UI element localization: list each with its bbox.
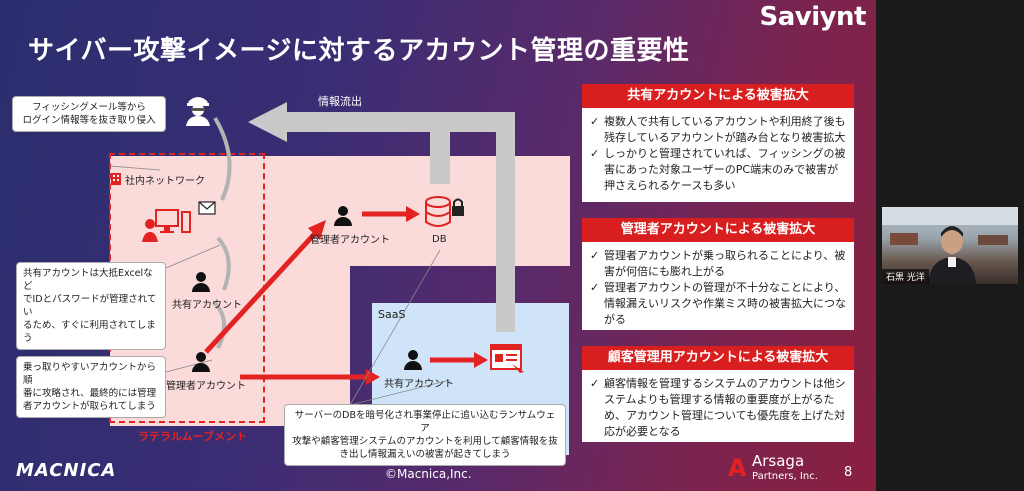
card-admin-account-bullet-1: 管理者アカウントが乗っ取られることにより、被害が何倍にも膨れ上がる [590, 248, 846, 280]
admin-account-top-icon [334, 206, 352, 226]
shared-account-callout: 共有アカウントは大抵Excelなど でIDとパスワードが管理されてい るため、す… [16, 262, 166, 350]
attack-diagram: 情報流出 フィッシングメール等から ログイン情報等を抜き取り侵入 社内ネットワー… [12, 90, 570, 466]
lateral-movement-label: ラテラルムーブメント [138, 430, 248, 443]
hacker-icon [182, 90, 214, 126]
card-admin-account-bullet-2: 管理者アカウントの管理が不十分なことにより、情報漏えいリスクや作業ミス時の被害拡… [590, 280, 846, 328]
admin-account-top-label: 管理者アカウント [310, 235, 390, 246]
webcam-presenter-image [882, 207, 1018, 284]
card-shared-account-title: 共有アカウントによる被害拡大 [582, 84, 854, 108]
db-label: DB [432, 234, 447, 245]
internal-network-label: 社内ネットワーク [125, 176, 205, 187]
building-icon [110, 170, 122, 185]
card-admin-account-title: 管理者アカウントによる被害拡大 [582, 218, 854, 242]
saas-label: SaaS [378, 308, 406, 321]
shared-account-user-icon [192, 272, 210, 292]
card-customer-account: 顧客管理用アカウントによる被害拡大 顧客情報を管理するシステムのアカウントは他シ… [582, 346, 854, 442]
webcam-name-label: 石黒 光洋 [882, 269, 929, 284]
ransomware-callout: サーバーのDBを暗号化され事業停止に追い込むランサムウェア 攻撃や顧客管理システ… [284, 404, 566, 466]
card-customer-account-bullet-1: 顧客情報を管理するシステムのアカウントは他システムよりも管理する情報の重要度が上… [590, 376, 846, 440]
webcam-feed: 石黒 光洋 [882, 207, 1018, 284]
info-leak-label: 情報流出 [318, 95, 362, 108]
page-number: 8 [844, 465, 853, 480]
saviynt-logo: Saviynt [759, 2, 866, 32]
admin-account-user-icon [192, 352, 210, 372]
mail-icon [198, 200, 216, 215]
victim-pc-icon [140, 200, 204, 244]
lateral-callout: 乗っ取りやすいアカウントから順 番に攻略され、最終的には管理 者アカウントが取ら… [16, 356, 166, 418]
database-icon [424, 196, 468, 230]
arsaga-logo-name: Arsaga [752, 452, 805, 470]
copyright: ©Macnica,Inc. [385, 467, 472, 481]
card-admin-account: 管理者アカウントによる被害拡大 管理者アカウントが乗っ取られることにより、被害が… [582, 218, 854, 330]
card-customer-account-title: 顧客管理用アカウントによる被害拡大 [582, 346, 854, 370]
arsaga-logo-sub: Partners, Inc. [752, 471, 818, 482]
card-shared-account: 共有アカウントによる被害拡大 複数人で共有しているアカウントや利用終了後も残存し… [582, 84, 854, 202]
macnica-logo: MACNICA [16, 460, 117, 481]
info-leak-arrow [248, 102, 515, 332]
slide-title: サイバー攻撃イメージに対するアカウント管理の重要性 [28, 36, 690, 66]
shared-account-label: 共有アカウント [172, 300, 242, 311]
saas-shared-account-label: 共有アカウント [384, 379, 454, 390]
phishing-callout: フィッシングメール等から ログイン情報等を抜き取り侵入 [12, 96, 166, 132]
customer-system-icon [490, 344, 526, 374]
saas-shared-account-icon [404, 350, 422, 370]
card-shared-account-bullet-1: 複数人で共有しているアカウントや利用終了後も残存しているアカウントが踏み台となり… [590, 114, 846, 146]
flow-arrows [109, 102, 515, 406]
slide: サイバー攻撃イメージに対するアカウント管理の重要性 Saviynt [0, 0, 876, 491]
arsaga-logo-mark: A [728, 454, 747, 482]
card-shared-account-bullet-2: しっかりと管理されていれば、フィッシングの被害にあった対象ユーザーのPC端末のみ… [590, 146, 846, 194]
admin-account-label: 管理者アカウント [166, 381, 246, 392]
